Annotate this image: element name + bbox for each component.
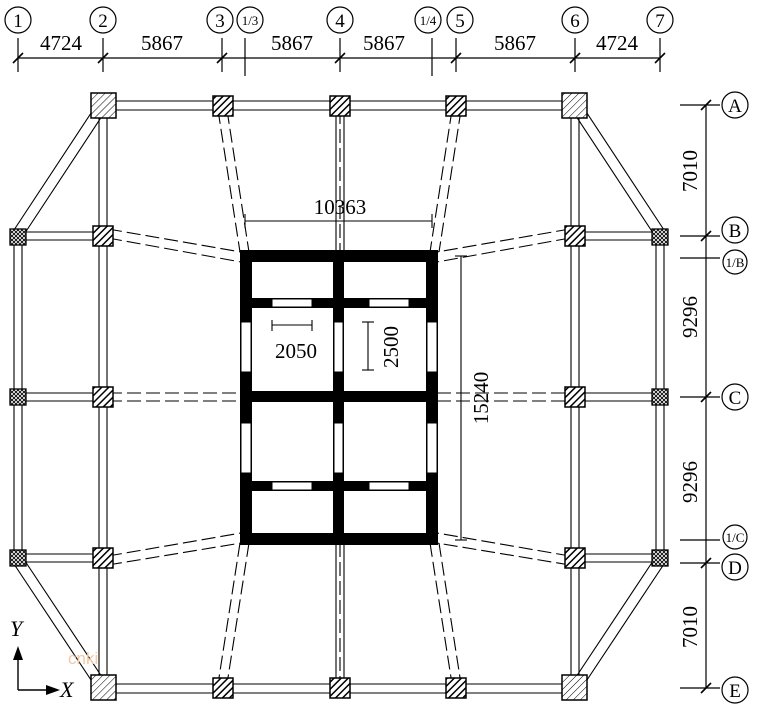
corner-column [561, 674, 588, 701]
edge-columns [9, 228, 669, 567]
grid-label-7: 7 [655, 11, 665, 32]
dim-y-B-C: 9296 [678, 296, 702, 338]
grid-label-1-3: 1/3 [242, 13, 259, 28]
core-width-label: 10363 [314, 195, 367, 219]
grid-bubbles-x [4, 6, 674, 34]
grid-label-6: 6 [570, 11, 580, 32]
dashed-beams [107, 100, 571, 685]
frame-columns [92, 95, 586, 699]
dim-x-1-3-4: 5867 [271, 31, 313, 55]
grid-label-D: D [728, 558, 742, 579]
grid-label-2: 2 [98, 11, 108, 32]
dim-x-6-7: 4724 [596, 31, 639, 55]
dim-x-1-2: 4724 [40, 31, 83, 55]
watermark: cnki [68, 649, 98, 668]
grid-label-4: 4 [335, 11, 345, 32]
grid-label-C: C [729, 388, 742, 409]
core-dimension-lines [244, 214, 467, 541]
dim-y-C-D: 9296 [678, 461, 702, 503]
coordinate-axes [13, 646, 60, 695]
grid-label-1-B: 1/B [726, 255, 745, 270]
grid-label-1-4: 1/4 [420, 13, 437, 28]
dim-y-D-E: 7010 [678, 606, 702, 648]
grid-label-B: B [729, 221, 742, 242]
dim-y-A-B: 7010 [678, 150, 702, 192]
y-axis-label: Y [10, 616, 25, 641]
grid-label-A: A [728, 96, 742, 117]
corner-column [561, 92, 588, 119]
core-tube [240, 250, 438, 545]
top-dimension-line [12, 38, 666, 76]
opening-height-label: 2500 [379, 326, 403, 368]
x-axis-label: X [59, 677, 75, 702]
grid-label-E: E [729, 681, 741, 702]
grid-label-1: 1 [13, 11, 23, 32]
grid-label-1-C: 1/C [726, 530, 745, 545]
opening-width-label: 2050 [275, 339, 317, 363]
dim-x-5-6: 5867 [494, 31, 536, 55]
corner-columns [90, 92, 588, 701]
dim-x-2-3: 5867 [141, 31, 183, 55]
corner-column [90, 92, 117, 119]
right-dimension-line [680, 99, 720, 694]
core-height-label: 15240 [469, 372, 493, 425]
dim-x-4-1-4: 5867 [363, 31, 405, 55]
grid-label-3: 3 [215, 11, 225, 32]
grid-bubbles-y [721, 91, 749, 704]
core-openings [240, 298, 438, 491]
grid-label-5: 5 [455, 11, 465, 32]
corner-column [90, 674, 117, 701]
